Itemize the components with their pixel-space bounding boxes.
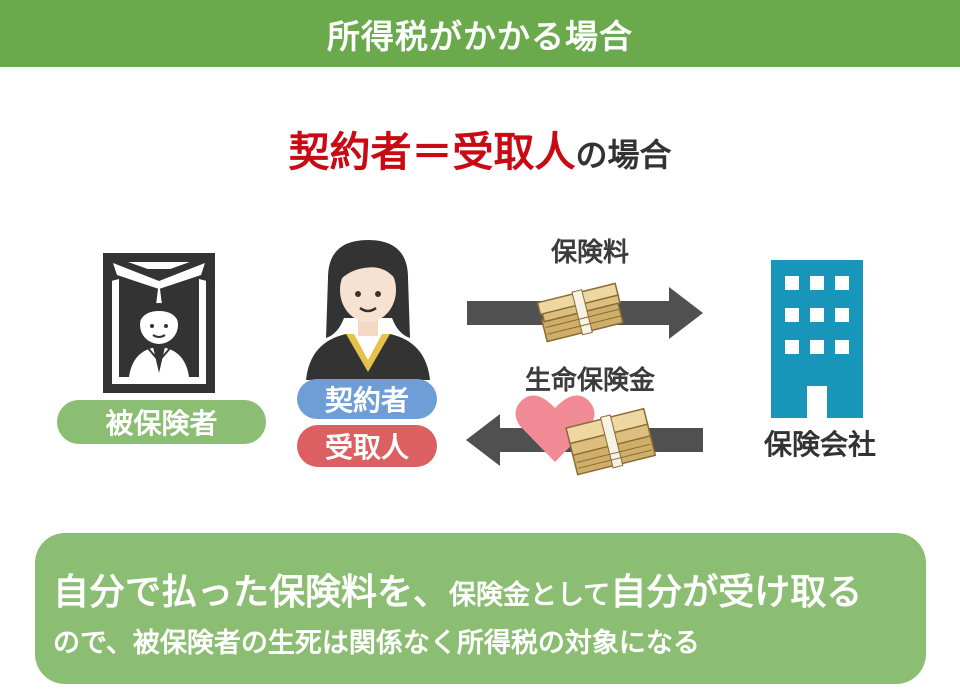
money-stack-icon	[565, 407, 657, 476]
money-bundle-icon	[536, 282, 624, 343]
page-title: 所得税がかかる場合	[327, 16, 633, 56]
contractor-label: 契約者	[297, 379, 437, 419]
summary-box: 自分で払った保険料を、保険金として自分が受け取る ので、被保険者の生死は関係なく…	[35, 533, 926, 684]
page-header: 所得税がかかる場合	[0, 0, 960, 67]
insurance-company-label: 保険会社	[763, 428, 876, 461]
contractor-woman-icon	[306, 240, 430, 380]
receiver-label: 受取人	[297, 425, 437, 467]
case-subtitle: 契約者＝受取人の場合	[0, 118, 960, 178]
summary-line-2: ので、被保険者の生死は関係なく所得税の対象になる	[53, 628, 700, 659]
building-icon	[771, 260, 863, 418]
premium-label: 保険料	[550, 238, 629, 268]
summary-part-1: 自分で払った保険料を、	[53, 572, 450, 613]
heart-icon	[515, 395, 595, 462]
summary-part-3: 自分が受け取る	[610, 572, 863, 613]
summary-line-1: 自分で払った保険料を、保険金として自分が受け取る	[53, 563, 862, 615]
subtitle-suffix: の場合	[575, 136, 672, 174]
memorial-portrait-icon	[103, 253, 215, 393]
summary-part-2: 保険金として	[449, 580, 611, 611]
subtitle-highlight: 契約者＝受取人	[288, 128, 576, 176]
benefit-label: 生命保険金	[524, 366, 655, 396]
insured-label: 被保険者	[57, 400, 266, 444]
